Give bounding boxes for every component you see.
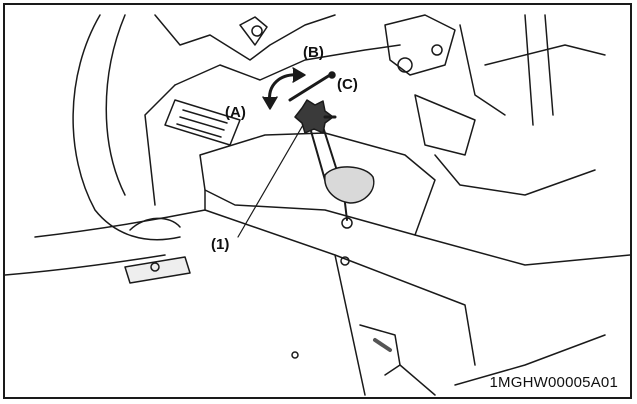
shift-knob <box>324 166 375 204</box>
left-fender <box>72 14 181 241</box>
seat-frame <box>154 14 336 61</box>
callout-1: (1) <box>211 236 230 253</box>
figure-code: 1MGHW00005A01 <box>489 374 618 391</box>
lever-rod <box>288 73 332 102</box>
leader-line-1 <box>237 124 304 238</box>
callout-b: (B) <box>303 44 324 61</box>
figure-frame: (B) (A) (C) (1) 1MGHW00005A01 <box>3 3 632 399</box>
machine-illustration <box>5 14 630 396</box>
callout-a: (A) <box>225 104 246 121</box>
star-knob <box>294 99 334 134</box>
callout-c: (C) <box>337 76 358 93</box>
console-top <box>199 132 436 236</box>
